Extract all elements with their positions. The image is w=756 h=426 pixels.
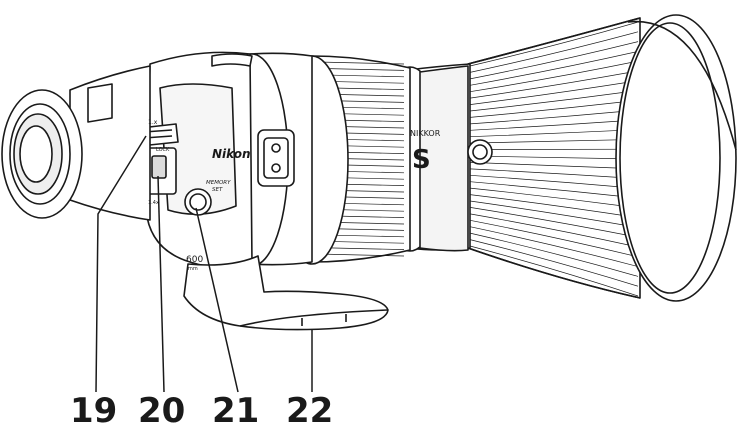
leader-line-19 bbox=[95, 135, 147, 393]
hood-rib bbox=[469, 213, 639, 248]
tripod-foot bbox=[183, 255, 389, 331]
hood-rib bbox=[469, 70, 639, 99]
callout-20: 20 bbox=[138, 391, 185, 426]
hood-rib bbox=[469, 51, 639, 86]
hood-rib bbox=[469, 226, 639, 267]
memory-set-label-1: MEMORY bbox=[206, 180, 231, 186]
callout-21: 21 bbox=[212, 391, 259, 426]
collar-knob bbox=[211, 53, 253, 67]
hood-rib bbox=[469, 194, 639, 219]
focus-ridge bbox=[317, 247, 405, 250]
brand-label: Nikon bbox=[212, 147, 251, 161]
hood-rib bbox=[469, 41, 639, 80]
hood-rib bbox=[469, 239, 639, 287]
lock-label: LOCK bbox=[156, 147, 170, 153]
tc-14x-label: 1.4x bbox=[148, 200, 159, 206]
callout-19: 19 bbox=[70, 391, 117, 426]
focal-length-label: 600 bbox=[186, 255, 203, 265]
lens-mount bbox=[1, 65, 151, 221]
focal-unit-label: mm bbox=[188, 266, 198, 272]
memory-set-button bbox=[184, 188, 212, 216]
hood-rib bbox=[469, 207, 639, 238]
hood-rib bbox=[469, 99, 639, 118]
focus-ridge bbox=[317, 61, 405, 65]
series-label: NIKKOR bbox=[410, 129, 441, 138]
hood-rib bbox=[469, 21, 639, 67]
rear-housing bbox=[145, 51, 253, 269]
hood-rim bbox=[615, 14, 737, 302]
lens-hood bbox=[467, 17, 641, 299]
hood-rib bbox=[469, 187, 639, 209]
control-ring bbox=[419, 65, 493, 252]
teleconverter-lock-switch bbox=[145, 147, 177, 195]
hood-rib bbox=[469, 219, 639, 258]
focus-ridge bbox=[317, 253, 405, 257]
hood-rib bbox=[469, 90, 639, 112]
barrel-button-module bbox=[257, 129, 295, 187]
hood-rib bbox=[469, 80, 639, 105]
leader-line-20 bbox=[157, 175, 165, 393]
hood-rib bbox=[469, 60, 639, 93]
memory-set-label-2: SET bbox=[212, 187, 223, 193]
line-mark-label: S bbox=[412, 145, 431, 175]
hood-rib bbox=[469, 200, 639, 228]
focus-ridge bbox=[317, 68, 405, 71]
callout-22: 22 bbox=[286, 391, 333, 426]
tc-1x-label: 1.x bbox=[148, 119, 158, 126]
hood-rib bbox=[469, 232, 639, 277]
hood-rib bbox=[469, 245, 639, 297]
hood-rib bbox=[469, 31, 639, 73]
leader-line-21 bbox=[195, 207, 239, 393]
